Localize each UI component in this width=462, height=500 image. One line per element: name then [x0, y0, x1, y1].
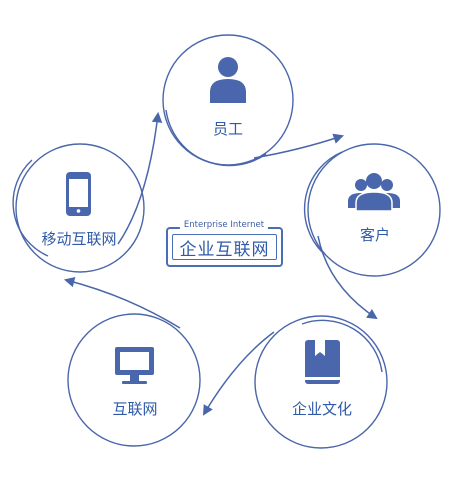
center-subtitle: Enterprise Internet — [179, 220, 269, 230]
monitor-icon — [115, 347, 154, 384]
arrow-culture-to-internet — [202, 331, 275, 416]
arrow-employee-to-customer — [253, 133, 344, 159]
label-employee: 员工 — [212, 120, 244, 138]
arc-culture — [301, 319, 383, 373]
phone-icon — [66, 172, 91, 216]
label-culture: 企业文化 — [291, 400, 353, 418]
center-title-box: 企业互联网 — [166, 227, 283, 267]
node-circle-internet — [67, 313, 201, 447]
node-circle-culture — [254, 315, 388, 449]
center-title: 企业互联网 — [172, 234, 277, 260]
node-circle-customer — [307, 143, 441, 277]
label-internet: 互联网 — [112, 400, 158, 418]
person-icon — [210, 57, 246, 103]
arc-employee — [165, 109, 267, 167]
arc-mobile — [12, 159, 49, 257]
arrow-mobile-to-employee — [117, 111, 163, 245]
node-circle-mobile — [15, 143, 145, 273]
group-icon — [348, 173, 400, 212]
arrow-internet-to-mobile — [63, 277, 181, 329]
book-icon — [305, 340, 340, 384]
label-customer: 客户 — [359, 226, 391, 244]
label-mobile: 移动互联网 — [41, 230, 117, 248]
arrow-customer-to-culture — [317, 235, 378, 320]
arc-customer — [303, 151, 343, 253]
